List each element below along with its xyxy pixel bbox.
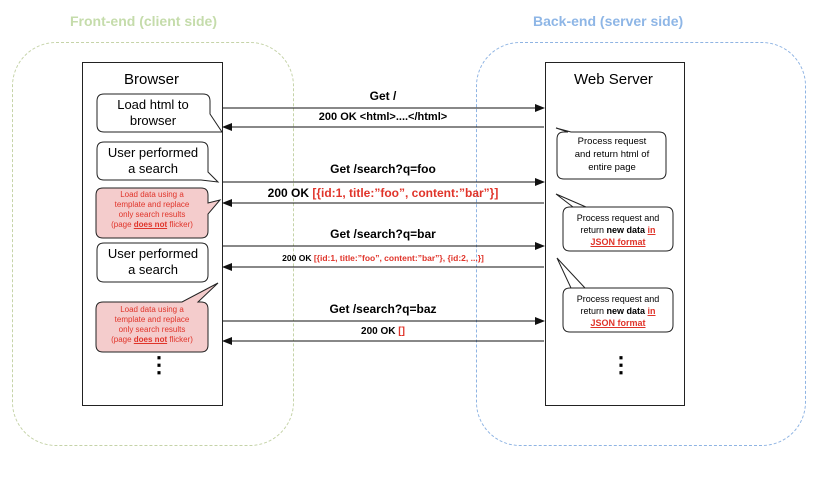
backend-title: Back-end (server side) — [533, 13, 684, 29]
label-get-bar: Get /search?q=bar — [330, 227, 436, 241]
server-ellipsis-icon: ⋮ — [610, 354, 632, 376]
browser-ellipsis-icon: ⋮ — [148, 354, 170, 376]
browser-title: Browser — [124, 71, 180, 88]
frontend-title: Front-end (client side) — [70, 13, 217, 29]
note-process-json-2-text: Process request and return new data in J… — [576, 294, 660, 328]
note-process-json-1-text: Process request and return new data in J… — [576, 213, 660, 247]
label-200-baz: 200 OK [] — [361, 326, 405, 337]
label-200-foo: 200 OK [{id:1, title:”foo”, content:”bar… — [267, 186, 499, 200]
label-200-bar: 200 OK [{id:1, title:”foo”, content:”bar… — [282, 253, 484, 263]
label-get-root: Get / — [369, 89, 397, 103]
bubble-red-load-2-text: Load data using a template and replace o… — [111, 305, 193, 344]
label-get-foo: Get /search?q=foo — [330, 162, 436, 176]
note-process-html — [555, 127, 667, 180]
bubble-load-html — [96, 93, 223, 133]
label-get-baz: Get /search?q=baz — [329, 302, 437, 316]
bubble-red-load-1-text: Load data using a template and replace o… — [111, 190, 193, 229]
note-process-json-1 — [555, 193, 674, 252]
note-process-json-2 — [556, 257, 674, 333]
bubble-user-search-1 — [96, 141, 220, 183]
bubble-red-load-1 — [95, 187, 222, 239]
bubble-user-search-2 — [96, 242, 209, 283]
bubble-red-load-2 — [95, 282, 219, 353]
frontend-region — [12, 42, 294, 446]
label-200-html: 200 OK <html>....</html> — [318, 111, 448, 123]
web-server-title: Web Server — [574, 71, 653, 88]
backend-region — [476, 42, 806, 446]
